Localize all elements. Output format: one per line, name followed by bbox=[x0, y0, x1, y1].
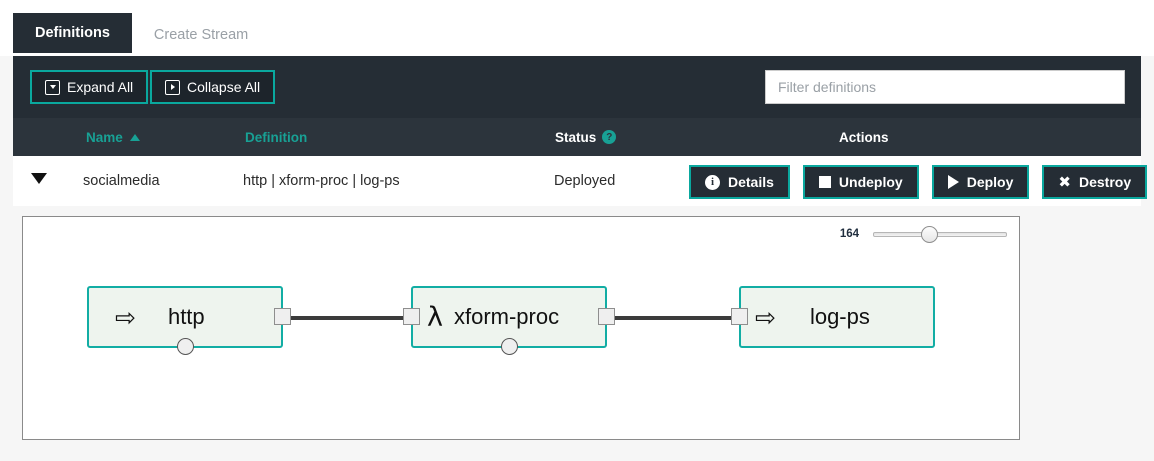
column-header-actions-label: Actions bbox=[839, 129, 889, 145]
details-button[interactable]: i Details bbox=[689, 165, 790, 199]
column-header-definition-label: Definition bbox=[245, 129, 308, 145]
tab-definitions[interactable]: Definitions bbox=[13, 13, 132, 56]
lambda-icon: λ bbox=[427, 301, 443, 333]
undeploy-label: Undeploy bbox=[838, 174, 903, 190]
info-icon: i bbox=[705, 174, 720, 190]
cell-definition: http | xform-proc | log-ps bbox=[243, 173, 400, 189]
node-xform-proc-output-port[interactable] bbox=[598, 308, 615, 325]
deploy-button[interactable]: Deploy bbox=[931, 165, 1030, 199]
node-xform-proc[interactable]: λ xform-proc bbox=[403, 286, 615, 355]
destroy-button[interactable]: ✖ Destroy bbox=[1042, 165, 1148, 199]
column-header-name-label: Name bbox=[86, 129, 123, 145]
node-xform-proc-handle[interactable] bbox=[501, 338, 518, 355]
sink-arrow-icon: ⇨ bbox=[755, 302, 776, 332]
zoom-slider[interactable] bbox=[873, 226, 1007, 243]
tab-create-stream-label: Create Stream bbox=[153, 26, 249, 43]
column-header-status-label: Status bbox=[555, 129, 597, 145]
column-header-name[interactable]: Name bbox=[86, 118, 140, 156]
node-xform-proc-input-port[interactable] bbox=[403, 308, 420, 325]
node-http-handle[interactable] bbox=[177, 338, 194, 355]
stream-diagram-panel: 164 ⇨ http λ xform-proc ⇨ log-ps bbox=[22, 216, 1020, 440]
node-log-ps-input-port[interactable] bbox=[731, 308, 748, 325]
node-xform-proc-label: xform-proc bbox=[453, 304, 560, 329]
cell-name: socialmedia bbox=[83, 173, 160, 189]
boxed-caret-down-icon bbox=[45, 79, 60, 95]
tab-create-stream[interactable]: Create Stream bbox=[132, 13, 270, 56]
node-log-ps-label: log-ps bbox=[809, 304, 870, 329]
filter-definitions-input[interactable] bbox=[765, 70, 1125, 104]
toolbar: Expand All Collapse All bbox=[13, 56, 1141, 118]
node-http-output-port[interactable] bbox=[274, 308, 291, 325]
node-http-label: http bbox=[167, 304, 205, 329]
tab-definitions-label: Definitions bbox=[35, 25, 110, 41]
sort-ascending-icon bbox=[129, 133, 140, 141]
destroy-label: Destroy bbox=[1078, 174, 1132, 190]
details-label: Details bbox=[728, 174, 774, 190]
link-xform-to-logps bbox=[613, 316, 743, 320]
collapse-all-button[interactable]: Collapse All bbox=[150, 70, 276, 104]
expand-all-label: Expand All bbox=[67, 79, 134, 95]
column-header-definition[interactable]: Definition bbox=[245, 118, 307, 156]
column-header-status[interactable]: Status ? bbox=[555, 118, 617, 156]
table-column-headers: Name Definition Status ? Actions bbox=[13, 118, 1141, 156]
tab-bar: Definitions Create Stream bbox=[0, 0, 1154, 56]
zoom-slider-thumb[interactable] bbox=[921, 226, 938, 243]
expand-all-button[interactable]: Expand All bbox=[30, 70, 149, 104]
tab-list: Definitions Create Stream bbox=[13, 13, 270, 56]
zoom-slider-control: 164 bbox=[839, 226, 1007, 243]
source-arrow-icon: ⇨ bbox=[115, 302, 136, 332]
play-triangle-icon bbox=[947, 175, 959, 189]
row-actions: i Details Undeploy Deploy ✖ Destroy bbox=[689, 165, 1148, 199]
collapse-all-label: Collapse All bbox=[187, 79, 261, 95]
zoom-slider-track[interactable] bbox=[873, 232, 1007, 237]
close-x-icon: ✖ bbox=[1058, 173, 1071, 191]
expand-row-toggle-icon[interactable] bbox=[31, 173, 47, 184]
deploy-label: Deploy bbox=[966, 174, 1014, 190]
stop-square-icon bbox=[818, 176, 831, 188]
link-http-to-xform bbox=[289, 316, 419, 320]
column-header-actions: Actions bbox=[839, 118, 889, 156]
boxed-caret-right-icon bbox=[165, 79, 180, 95]
cell-status: Deployed bbox=[554, 173, 616, 189]
zoom-value-label: 164 bbox=[839, 228, 859, 240]
undeploy-button[interactable]: Undeploy bbox=[802, 165, 919, 199]
definitions-panel: Expand All Collapse All Name Definition … bbox=[13, 56, 1141, 156]
node-log-ps[interactable]: ⇨ log-ps bbox=[731, 286, 935, 348]
table-row: socialmedia http | xform-proc | log-ps D… bbox=[13, 156, 1148, 206]
node-http[interactable]: ⇨ http bbox=[87, 286, 291, 355]
help-icon[interactable]: ? bbox=[602, 130, 617, 144]
